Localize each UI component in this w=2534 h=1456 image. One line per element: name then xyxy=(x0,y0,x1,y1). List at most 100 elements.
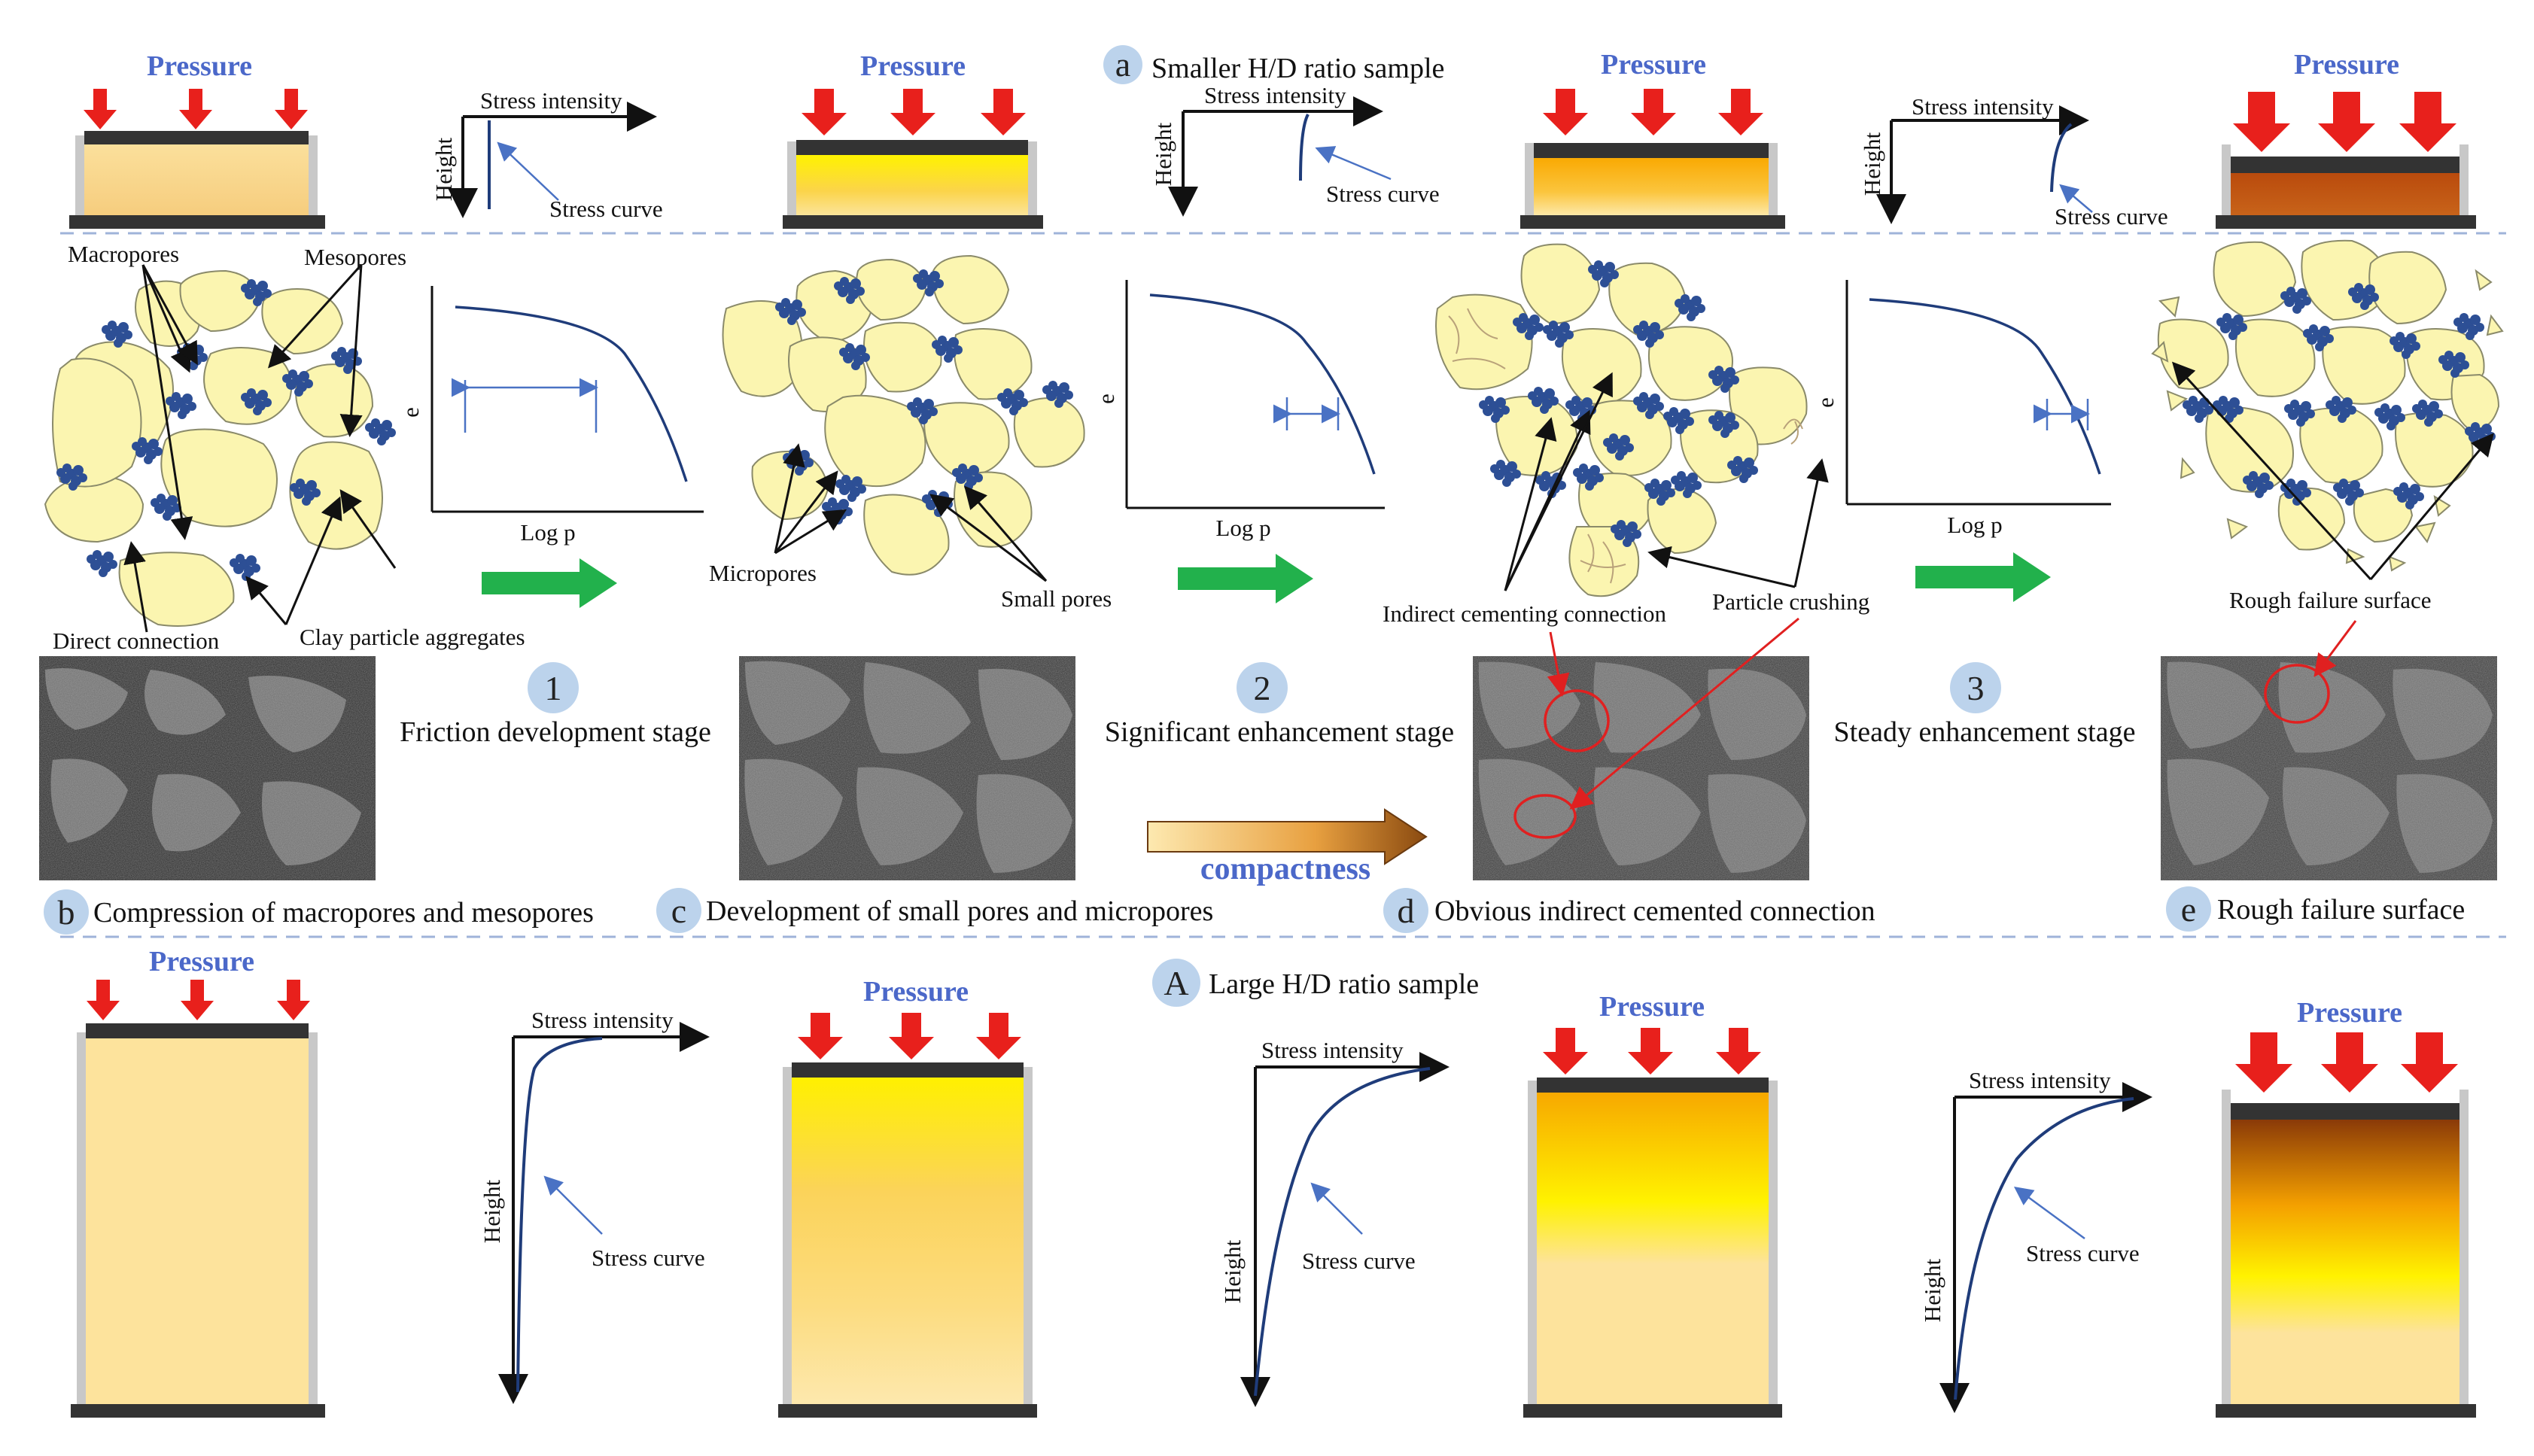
stress-intensity-label: Stress intensity xyxy=(1969,1067,2111,1093)
bottom-sample-2: Pressure xyxy=(778,976,1037,1418)
section-badge: a xyxy=(1115,45,1130,84)
annotations-1 xyxy=(123,263,397,633)
mesopores-label: Mesopores xyxy=(304,244,406,270)
sem-image-d xyxy=(1473,656,1809,880)
pressure-label: Pressure xyxy=(1601,49,1706,81)
stress-intensity-label: Stress intensity xyxy=(531,1007,674,1033)
caption-b: b Compression of macropores and mesopore… xyxy=(44,889,594,935)
stress-intensity-label: Stress intensity xyxy=(1261,1037,1404,1063)
small-pores-label: Small pores xyxy=(1001,585,1112,612)
e-logp-plot-2: e Log p xyxy=(1093,280,1385,541)
caption-text: Obvious indirect cemented connection xyxy=(1434,895,1875,927)
stress-curve-label: Stress curve xyxy=(592,1245,705,1271)
caption-c: c Development of small pores and micropo… xyxy=(656,888,1213,933)
caption-text: Compression of macropores and mesopores xyxy=(93,897,594,929)
height-label: Height xyxy=(479,1179,505,1243)
broken-fragments-4 xyxy=(2151,269,2504,572)
e-logp-plot-3: e Log p xyxy=(1812,280,2111,538)
pressure-label: Pressure xyxy=(149,946,254,977)
e-axis-label: e xyxy=(1812,397,1839,408)
micropores-label: Micropores xyxy=(709,560,817,586)
bottom-stress-plot-2: Stress intensity Height Stress curve xyxy=(1219,1037,1450,1407)
caption-badge: e xyxy=(2181,890,2196,929)
caption-text: Development of small pores and micropore… xyxy=(706,895,1213,927)
bottom-sample-1: Pressure xyxy=(71,946,325,1418)
sem-image-b xyxy=(39,656,376,880)
section-a-title: a Smaller H/D ratio sample xyxy=(1103,45,1444,84)
stage-number: 2 xyxy=(1254,669,1271,707)
top-stress-plot-1: Stress intensity Height Stress curve xyxy=(430,87,663,222)
stress-intensity-label: Stress intensity xyxy=(1912,93,2054,120)
e-axis-label: e xyxy=(397,407,424,418)
stage-3: 3 Steady enhancement stage xyxy=(1834,662,2136,748)
section-A-title: A Large H/D ratio sample xyxy=(1152,959,1479,1007)
green-arrow-2 xyxy=(1178,554,1313,603)
green-arrow-1 xyxy=(482,558,617,608)
logp-axis-label: Log p xyxy=(1215,515,1270,541)
pressure-label: Pressure xyxy=(147,50,252,82)
top-stress-plot-3: Stress intensity Height Stress curve xyxy=(1859,93,2168,229)
caption-badge: b xyxy=(58,893,75,932)
stress-intensity-label: Stress intensity xyxy=(1204,82,1346,108)
macropores-label: Macropores xyxy=(68,241,179,267)
compactness-arrow: compactness xyxy=(1147,808,1428,886)
particle-crushing-label: Particle crushing xyxy=(1712,588,1869,615)
stress-intensity-label: Stress intensity xyxy=(480,87,622,114)
clay-aggregates-label: Clay particle aggregates xyxy=(300,624,525,650)
height-label: Height xyxy=(1150,122,1176,186)
stage-name: Friction development stage xyxy=(400,716,711,748)
caption-d: d Obvious indirect cemented connection xyxy=(1383,888,1875,933)
stress-curve-label: Stress curve xyxy=(549,196,663,222)
bottom-stress-plot-3: Stress intensity Height Stress curve xyxy=(1919,1067,2152,1413)
sem-image-c xyxy=(739,656,1075,880)
bottom-sample-4: Pressure xyxy=(2216,997,2476,1418)
e-logp-plot-1: e Log p xyxy=(397,286,704,546)
stage-2: 2 Significant enhancement stage xyxy=(1105,662,1454,748)
bottom-sample-3: Pressure xyxy=(1523,991,1782,1418)
particle-cluster-4 xyxy=(2157,239,2500,551)
pressure-label: Pressure xyxy=(863,976,969,1008)
caption-badge: c xyxy=(671,892,686,930)
crushed-particles-3 xyxy=(1448,308,1803,584)
particle-cluster-3 xyxy=(1435,243,1808,597)
logp-axis-label: Log p xyxy=(1947,512,2002,538)
e-axis-label: e xyxy=(1093,394,1119,404)
caption-e: e Rough failure surface xyxy=(2166,886,2465,932)
stage-number: 1 xyxy=(545,669,562,707)
section-title: Smaller H/D ratio sample xyxy=(1151,53,1444,84)
stress-curve-label: Stress curve xyxy=(1326,181,1440,207)
stress-curve-label: Stress curve xyxy=(2055,203,2168,229)
annotations-2 xyxy=(774,443,1048,582)
direct-connection-label: Direct connection xyxy=(53,628,220,654)
green-arrow-3 xyxy=(1915,552,2051,602)
top-stress-plot-2: Stress intensity Height Stress curve xyxy=(1150,82,1440,217)
stage-name: Significant enhancement stage xyxy=(1105,716,1454,748)
compactness-label: compactness xyxy=(1200,852,1370,886)
top-sample-2: Pressure xyxy=(783,50,1043,229)
rough-failure-label: Rough failure surface xyxy=(2229,587,2432,613)
stage-1: 1 Friction development stage xyxy=(400,662,711,748)
stage-name: Steady enhancement stage xyxy=(1834,716,2136,748)
logp-axis-label: Log p xyxy=(520,519,575,546)
caption-text: Rough failure surface xyxy=(2217,894,2465,926)
particle-cluster-1 xyxy=(44,269,383,627)
top-sample-4: Pressure xyxy=(2216,49,2476,229)
particle-cluster-2 xyxy=(722,254,1085,576)
top-sample-3: Pressure xyxy=(1520,49,1785,229)
height-label: Height xyxy=(1859,132,1885,196)
height-label: Height xyxy=(1219,1239,1246,1303)
annotations-4 xyxy=(2171,361,2494,581)
top-sample-1: Pressure xyxy=(69,50,325,229)
section-badge: A xyxy=(1164,964,1188,1002)
height-label: Height xyxy=(430,137,457,201)
caption-badge: d xyxy=(1398,892,1415,930)
sem-image-e xyxy=(2161,656,2497,880)
stress-curve-label: Stress curve xyxy=(1302,1248,1416,1274)
stress-curve-label: Stress curve xyxy=(2026,1240,2140,1266)
annotations-3 xyxy=(1504,372,1829,591)
red-pointers xyxy=(1547,617,2357,810)
indirect-cementing-label: Indirect cementing connection xyxy=(1383,600,1667,627)
pressure-label: Pressure xyxy=(2294,49,2399,81)
bottom-stress-plot-1: Stress intensity Height Stress curve xyxy=(479,1007,710,1404)
